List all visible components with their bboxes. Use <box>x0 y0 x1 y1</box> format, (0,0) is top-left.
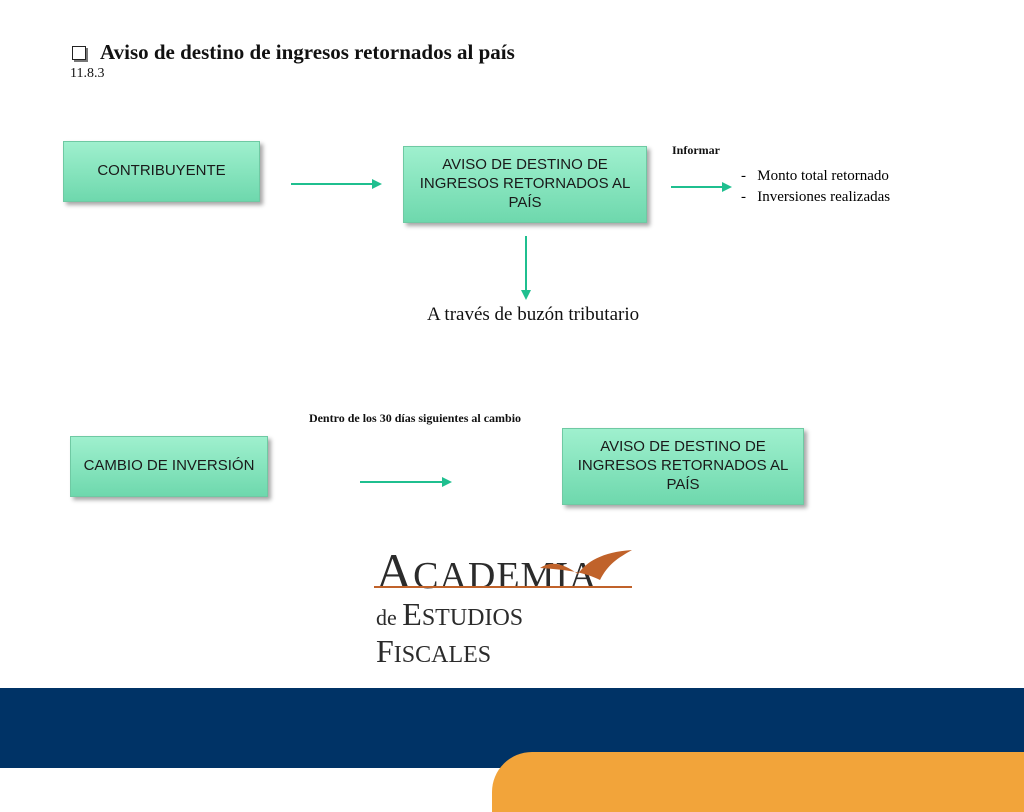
logo-rule <box>374 586 632 588</box>
title-row: Aviso de destino de ingresos retornados … <box>72 40 515 65</box>
checkbox-bullet-icon <box>72 45 86 60</box>
node-contribuyente-label: CONTRIBUYENTE <box>97 162 226 180</box>
list-item: - Inversiones realizadas <box>741 189 891 205</box>
footer-accent-curve <box>492 752 1024 812</box>
node-cambio-inversion-label: CAMBIO DE INVERSIÓN <box>83 457 255 475</box>
node-aviso-bottom: AVISO DE DESTINO DE INGRESOS RETORNADOS … <box>562 428 804 505</box>
academia-logo: ACADEMIA de ESTUDIOS FISCALES <box>374 540 636 669</box>
flow-arrows <box>291 179 732 487</box>
node-aviso-bottom-label: AVISO DE DESTINO DE INGRESOS RETORNADOS … <box>577 438 789 493</box>
informar-list: - Monto total retornado - Inversiones re… <box>741 166 890 208</box>
label-informar: Informar <box>672 143 720 157</box>
list-item: - Monto total retornado <box>741 168 889 184</box>
section-number: 11.8.3 <box>70 66 105 81</box>
node-aviso-top-label: AVISO DE DESTINO DE INGRESOS RETORNADOS … <box>419 156 631 211</box>
label-buzon: A través de buzón tributario <box>427 304 640 325</box>
node-aviso-top: AVISO DE DESTINO DE INGRESOS RETORNADOS … <box>403 146 647 223</box>
label-plazo: Dentro de los 30 días siguientes al camb… <box>308 411 522 425</box>
node-cambio-inversion: CAMBIO DE INVERSIÓN <box>70 436 268 497</box>
page-title: Aviso de destino de ingresos retornados … <box>100 40 515 64</box>
bird-icon <box>540 550 632 580</box>
node-contribuyente: CONTRIBUYENTE <box>63 141 260 202</box>
logo-line1: ACADEMIA <box>376 543 598 599</box>
logo-line2: de ESTUDIOS FISCALES <box>376 596 524 669</box>
